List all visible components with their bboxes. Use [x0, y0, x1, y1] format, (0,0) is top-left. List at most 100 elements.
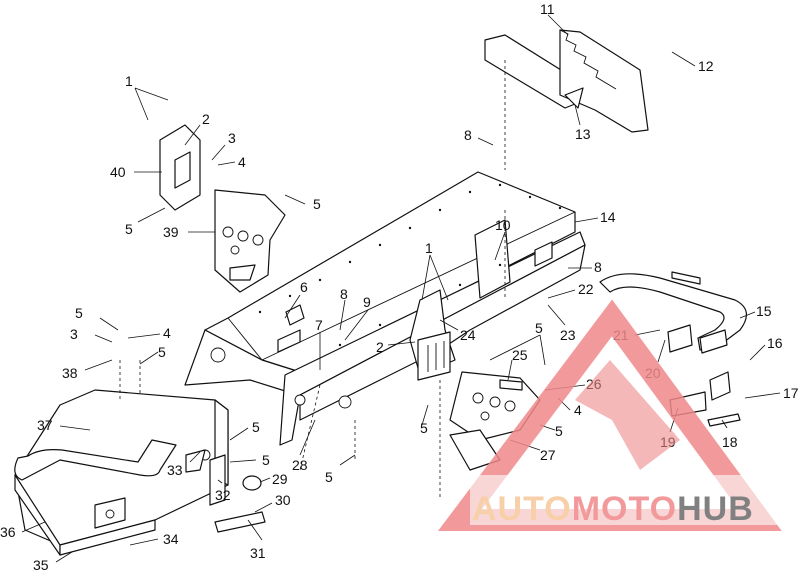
callout-3a: 3 — [211, 130, 236, 161]
front-small-parts — [185, 449, 266, 533]
watermark-text-auto: AUTO — [472, 490, 572, 528]
callout-34: 34 — [129, 531, 179, 547]
callout-37: 37 — [37, 417, 91, 433]
callout-number: 15 — [756, 303, 772, 319]
callout-number: 4 — [163, 325, 171, 341]
callout-14: 14 — [574, 209, 616, 225]
callout-15: 15 — [739, 303, 772, 319]
callout-number: 34 — [163, 531, 179, 547]
callout-number: 32 — [215, 487, 231, 503]
callout-8b: 8 — [568, 259, 602, 275]
callout-38: 38 — [62, 359, 113, 381]
callout-17: 17 — [744, 385, 799, 401]
rear-flap-assembly — [484, 29, 649, 133]
callout-number: 5 — [313, 196, 321, 212]
callout-number: 5 — [262, 452, 270, 468]
callout-5h: 5 — [229, 419, 260, 441]
callout-4c: 4 — [127, 325, 171, 341]
callout-number: 39 — [163, 224, 179, 240]
callout-32: 32 — [215, 479, 231, 503]
callout-number: 33 — [167, 462, 183, 478]
watermark-bar — [470, 475, 790, 525]
callout-5b: 5 — [125, 207, 166, 237]
callout-number: 5 — [75, 305, 83, 321]
callout-number: 8 — [464, 127, 472, 143]
watermark-text-moto: MOTO — [572, 490, 677, 528]
watermark-text-hub: HUB — [677, 490, 754, 528]
callout-10: 10 — [494, 217, 511, 261]
callout-number: 4 — [238, 154, 246, 170]
callout-number: 36 — [0, 524, 16, 540]
center-bracket-assembly — [409, 289, 456, 381]
callout-23: 23 — [547, 304, 576, 343]
front-frame-assembly — [14, 389, 229, 556]
callout-number: 38 — [62, 365, 78, 381]
watermark-triangle-inner — [575, 360, 680, 470]
callout-22: 22 — [547, 281, 594, 299]
callout-number: 9 — [363, 294, 371, 310]
callout-number: 4 — [574, 402, 582, 418]
callout-number: 3 — [228, 130, 236, 146]
callout-9: 9 — [344, 294, 371, 341]
callout-18: 18 — [721, 419, 738, 450]
callout-29: 29 — [259, 471, 288, 487]
callout-number: 10 — [495, 217, 511, 233]
callout-5c: 5 — [489, 320, 546, 366]
callout-number: 24 — [460, 327, 476, 343]
dashed-guides — [119, 210, 506, 500]
callout-1a: 1 — [125, 73, 169, 121]
callout-25: 25 — [507, 347, 528, 381]
callout-number: 1 — [125, 73, 133, 89]
callout-3b: 3 — [70, 326, 113, 343]
callout-number: 16 — [767, 335, 783, 351]
callout-number: 23 — [560, 327, 576, 343]
callout-30: 30 — [254, 492, 291, 513]
callout-33: 33 — [167, 451, 201, 478]
rear-bumper — [599, 271, 747, 354]
callout-number: 1 — [425, 240, 433, 256]
callout-31: 31 — [247, 519, 266, 561]
callout-number: 35 — [33, 557, 49, 573]
callout-number: 18 — [722, 434, 738, 450]
callout-number: 8 — [594, 259, 602, 275]
callout-5e: 5 — [420, 404, 429, 436]
callout-number: 29 — [272, 471, 288, 487]
callout-28: 28 — [292, 419, 316, 473]
callout-5f: 5 — [75, 305, 119, 331]
callout-number: 5 — [252, 419, 260, 435]
callout-24: 24 — [439, 319, 476, 343]
callout-number: 28 — [292, 457, 308, 473]
callout-16: 16 — [749, 335, 783, 361]
callout-number: 2 — [376, 339, 384, 355]
callout-35: 35 — [33, 551, 73, 573]
callout-number: 30 — [275, 492, 291, 508]
callout-number: 5 — [158, 344, 166, 360]
callout-5a: 5 — [284, 194, 321, 212]
watermark-logo: AUTOMOTOHUB — [437, 299, 790, 531]
callout-number: 5 — [125, 221, 133, 237]
left-bracket-assembly — [159, 124, 286, 293]
callout-number: 8 — [340, 286, 348, 302]
callout-6: 6 — [284, 279, 308, 319]
callout-1b: 1 — [421, 240, 449, 301]
callout-2b: 2 — [376, 339, 416, 355]
watermark-text: AUTOMOTOHUB — [472, 490, 754, 528]
callout-8a: 8 — [464, 127, 494, 146]
callout-number: 5 — [535, 320, 543, 336]
callout-number: 5 — [325, 469, 333, 485]
callout-5j: 5 — [325, 454, 356, 485]
callout-7: 7 — [315, 317, 323, 370]
callout-13: 13 — [574, 104, 591, 142]
callout-4a: 4 — [217, 154, 246, 170]
callout-number: 3 — [70, 326, 78, 342]
callout-number: 11 — [540, 1, 555, 17]
callout-number: 40 — [110, 164, 126, 180]
callout-number: 27 — [540, 447, 556, 463]
callout-number: 37 — [37, 417, 53, 433]
callout-number: 17 — [783, 385, 799, 401]
callout-39: 39 — [163, 224, 215, 240]
callout-number: 13 — [575, 126, 591, 142]
